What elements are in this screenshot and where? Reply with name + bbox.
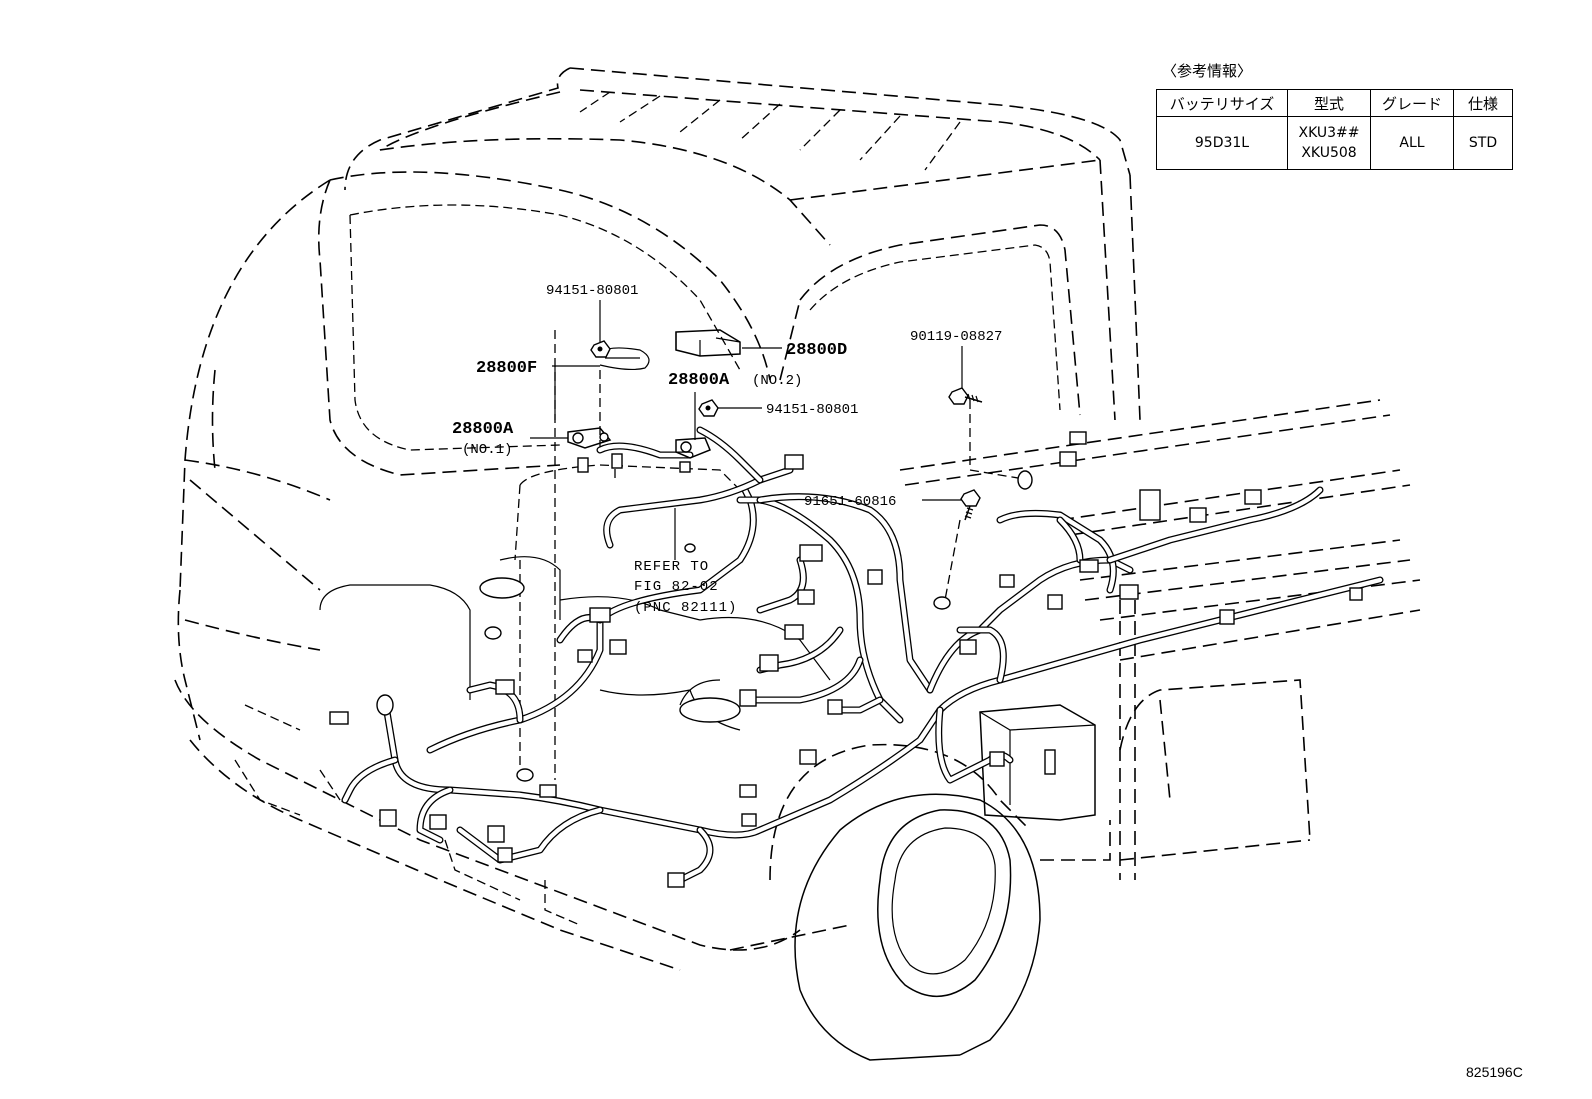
reference-table-row: 95D31L XKU3## XKU508 ALL STD [1156,116,1513,170]
header-spec: 仕様 [1453,89,1513,117]
reference-table-header-row: バッテリサイズ 型式 グレード 仕様 [1156,89,1513,117]
cell-model-2: XKU508 [1301,145,1357,161]
callout-holder-28800d: 28800D [786,341,847,360]
header-battery-size: バッテリサイズ [1156,89,1288,117]
battery-posts [577,453,691,473]
callout-cable-28800a-no1: 28800A [452,420,514,439]
callout-clamp-right: 91651-60816 [804,494,896,510]
hex-nut-top-left [590,340,611,358]
callout-nut-mid: 94151-80801 [766,402,858,418]
header-model: 型式 [1287,89,1371,117]
connectors [329,431,1363,888]
clamp-91651 [960,489,981,521]
callout-cable-28800a-no2: 28800A [668,371,730,390]
callout-bolt-right: 90119-08827 [910,329,1002,345]
bolt-90119 [948,387,983,405]
leader-lines [530,300,963,560]
terminal-holder-28800d [675,329,741,357]
cell-spec: STD [1453,116,1513,170]
figure-number: 825196C [1466,1064,1523,1080]
reference-info-table: バッテリサイズ 型式 グレード 仕様 95D31L XKU3## XKU508 … [1156,89,1513,170]
callout-cable-28800f: 28800F [476,359,537,378]
cell-models: XKU3## XKU508 [1287,116,1371,170]
refer-to-line1: REFER TO [634,559,709,575]
callout-cable-28800a-no1-sub: (NO.1) [462,442,512,458]
refer-to-line3: (PNC 82111) [634,600,737,616]
reference-info-caption: 〈参考情報〉 [1162,62,1253,80]
refer-to-line2: FIG 82-02 [634,579,719,595]
cell-battery-size: 95D31L [1156,116,1288,170]
cell-grade: ALL [1370,116,1454,170]
cell-model-1: XKU3## [1298,125,1360,141]
callout-nut-top-left: 94151-80801 [546,283,638,299]
hex-nut-mid [698,399,719,417]
callout-cable-28800a-no2-sub: (NO.2) [752,373,802,389]
battery-terminal-no2 [675,437,711,459]
battery-terminal-no1 [567,427,612,449]
header-grade: グレード [1370,89,1454,117]
truck-cab-outline [174,67,1421,1061]
